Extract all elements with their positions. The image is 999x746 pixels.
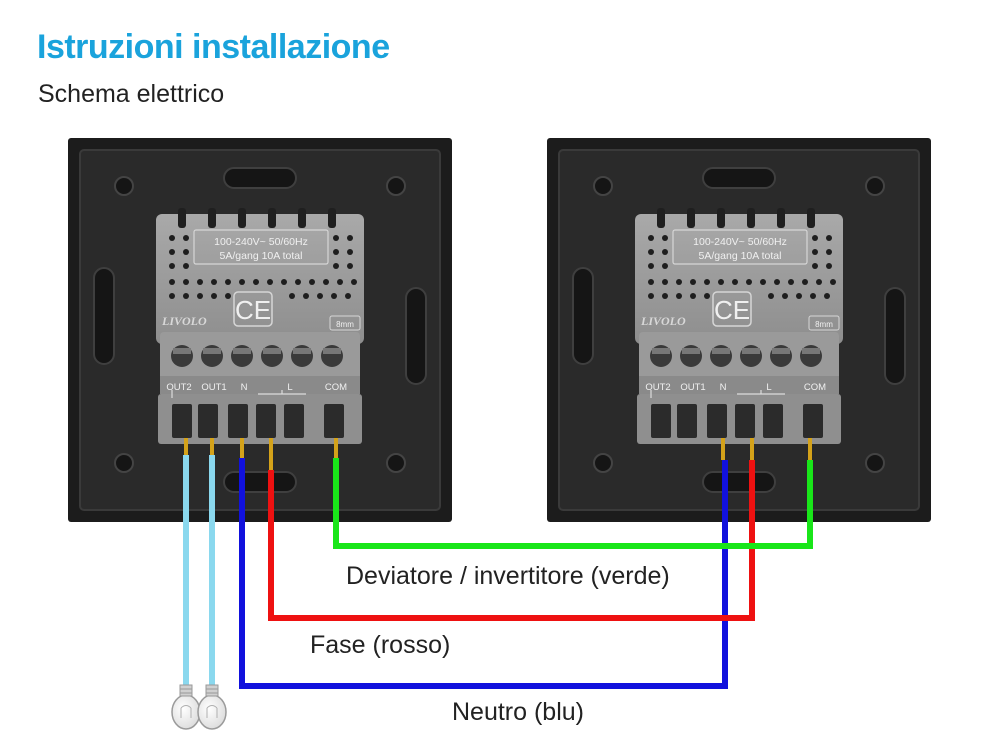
rating-text-2: 5A/gang 10A total [699, 250, 782, 262]
switch-right: 100-240V~ 50/60Hz 5A/gang 10A total CE L… [546, 137, 932, 523]
traveler-label: Deviatore / invertitore (verde) [346, 562, 670, 590]
strip-length: 8mm [815, 320, 833, 329]
rating-text-1: 100-240V~ 50/60Hz [693, 236, 787, 248]
ce-mark: CE [714, 295, 750, 325]
phase-wire [268, 460, 755, 621]
neutral-label: Neutro (blu) [452, 698, 584, 726]
strip-length: 8mm [336, 320, 354, 329]
terminal-out1: OUT1 [680, 382, 705, 393]
light-bulb-icon [197, 684, 227, 730]
terminal-n: N [720, 382, 727, 393]
page-subtitle: Schema elettrico [38, 80, 225, 108]
terminal-l: L [287, 382, 292, 393]
page-title: Istruzioni installazione [37, 28, 390, 66]
terminal-com: COM [325, 382, 347, 393]
brand-logo: LIVOLO [640, 314, 686, 328]
rating-text-2: 5A/gang 10A total [220, 250, 303, 262]
phase-label: Fase (rosso) [310, 631, 450, 659]
terminal-out1: OUT1 [201, 382, 226, 393]
rating-text-1: 100-240V~ 50/60Hz [214, 236, 308, 248]
switch-left: 100-240V~ 50/60Hz 5A/gang 10A total CE L… [67, 137, 453, 523]
neutral-wire [239, 458, 728, 689]
terminal-com: COM [804, 382, 826, 393]
traveler-wire [333, 458, 813, 549]
light-bulb-icon [171, 684, 201, 730]
terminal-l: L [766, 382, 771, 393]
terminal-out2: OUT2 [166, 382, 191, 393]
terminal-out2: OUT2 [645, 382, 670, 393]
brand-logo: LIVOLO [161, 314, 207, 328]
terminal-n: N [241, 382, 248, 393]
load-wires [183, 455, 215, 685]
ce-mark: CE [235, 295, 271, 325]
